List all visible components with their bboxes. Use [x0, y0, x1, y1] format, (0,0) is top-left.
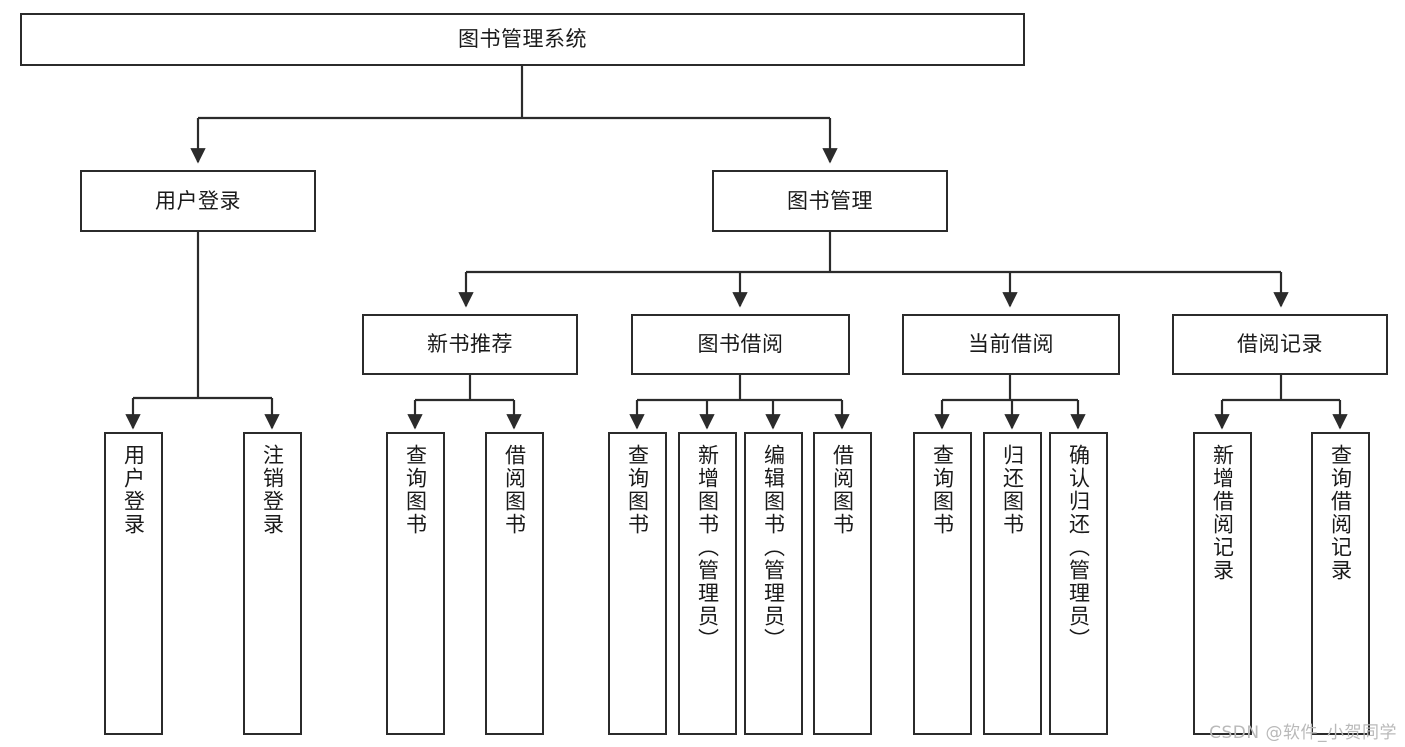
leaf-new-book-borrow[interactable]: 借阅图书	[485, 432, 544, 735]
leaf-user-login-signin[interactable]: 用户登录	[104, 432, 163, 735]
leaf-label: 用户登录	[121, 444, 146, 536]
leaf-label: 新增借阅记录	[1210, 444, 1235, 582]
leaf-borrow-add-book-admin[interactable]: 新增图书（管理员）	[678, 432, 737, 735]
node-current-borrow-label: 当前借阅	[968, 332, 1054, 357]
leaf-user-login-signout[interactable]: 注销登录	[243, 432, 302, 735]
node-new-book-recommend-label: 新书推荐	[427, 332, 513, 357]
node-root[interactable]: 图书管理系统	[20, 13, 1025, 66]
node-book-borrow-label: 图书借阅	[697, 332, 784, 357]
node-root-label: 图书管理系统	[458, 27, 587, 52]
leaf-current-confirm-return-admin[interactable]: 确认归还（管理员）	[1049, 432, 1108, 735]
csdn-watermark: CSDN @软件_小贺同学	[1209, 723, 1397, 743]
leaf-label: 编辑图书（管理员）	[761, 444, 786, 651]
leaf-label: 查询图书	[403, 444, 428, 536]
node-book-borrow[interactable]: 图书借阅	[631, 314, 850, 375]
node-book-management[interactable]: 图书管理	[712, 170, 948, 232]
leaf-borrow-query-book[interactable]: 查询图书	[608, 432, 667, 735]
leaf-label: 确认归还（管理员）	[1066, 444, 1091, 651]
node-book-management-label: 图书管理	[787, 188, 873, 213]
leaf-label: 查询图书	[625, 444, 650, 536]
leaf-borrow-edit-book-admin[interactable]: 编辑图书（管理员）	[744, 432, 803, 735]
node-current-borrow[interactable]: 当前借阅	[902, 314, 1120, 375]
leaf-label: 查询借阅记录	[1328, 444, 1353, 582]
leaf-label: 注销登录	[260, 444, 285, 536]
leaf-new-book-query[interactable]: 查询图书	[386, 432, 445, 735]
leaf-label: 查询图书	[930, 444, 955, 536]
leaf-label: 借阅图书	[502, 444, 527, 536]
node-user-login-label: 用户登录	[155, 188, 241, 213]
leaf-label: 归还图书	[1000, 444, 1025, 536]
leaf-label: 借阅图书	[830, 444, 855, 536]
leaf-label: 新增图书（管理员）	[695, 444, 720, 651]
node-user-login[interactable]: 用户登录	[80, 170, 316, 232]
leaf-borrow-borrow-book[interactable]: 借阅图书	[813, 432, 872, 735]
leaf-record-add-record[interactable]: 新增借阅记录	[1193, 432, 1252, 735]
node-borrow-record[interactable]: 借阅记录	[1172, 314, 1388, 375]
leaf-record-query-record[interactable]: 查询借阅记录	[1311, 432, 1370, 735]
leaf-current-return-book[interactable]: 归还图书	[983, 432, 1042, 735]
leaf-current-query-book[interactable]: 查询图书	[913, 432, 972, 735]
node-borrow-record-label: 借阅记录	[1237, 332, 1323, 357]
node-new-book-recommend[interactable]: 新书推荐	[362, 314, 578, 375]
